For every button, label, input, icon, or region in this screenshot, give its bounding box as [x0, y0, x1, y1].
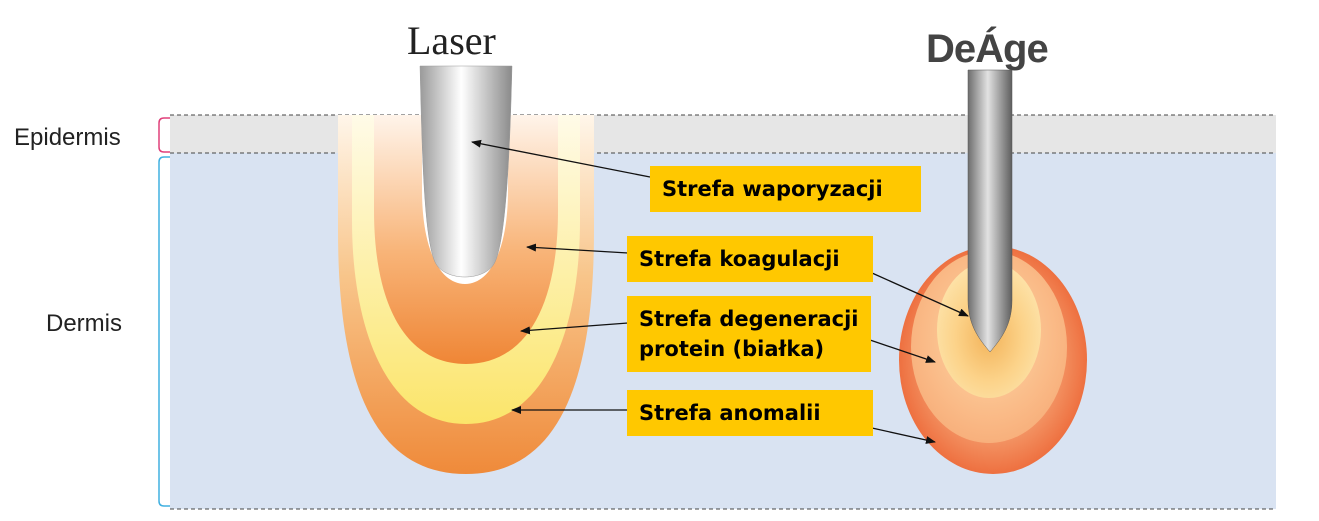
dermis-bracket — [158, 156, 170, 507]
label-vaporization: Strefa waporyzacji — [650, 166, 921, 212]
dermis-label: Dermis — [46, 310, 122, 337]
arrow-anomaly-deage — [871, 427, 936, 444]
label-coagulation: Strefa koagulacji — [627, 236, 873, 282]
deage-needle — [967, 69, 1013, 353]
arrow-coagulation-laser — [526, 243, 629, 254]
laser-tip — [419, 65, 513, 278]
label-degeneration-line2: protein (białka) — [639, 337, 825, 361]
arrow-coagulation-deage — [871, 272, 969, 317]
deage-title: DeÁge — [926, 26, 1048, 71]
label-coagulation-text: Strefa koagulacji — [639, 247, 840, 271]
epidermis-label: Epidermis — [14, 124, 121, 151]
arrow-degeneration-laser — [520, 322, 629, 335]
label-vaporization-text: Strefa waporyzacji — [662, 177, 883, 201]
arrow-degeneration-deage — [869, 339, 936, 363]
label-degeneration: Strefa degeneracji protein (białka) — [627, 296, 871, 372]
label-degeneration-line1: Strefa degeneracji — [639, 307, 859, 331]
laser-title: Laser — [407, 18, 496, 63]
label-anomaly-text: Strefa anomalii — [639, 401, 821, 425]
epidermis-bracket — [158, 117, 170, 153]
label-anomaly: Strefa anomalii — [627, 390, 873, 436]
epidermis-layer — [170, 115, 1276, 153]
arrow-vaporization — [471, 139, 651, 178]
